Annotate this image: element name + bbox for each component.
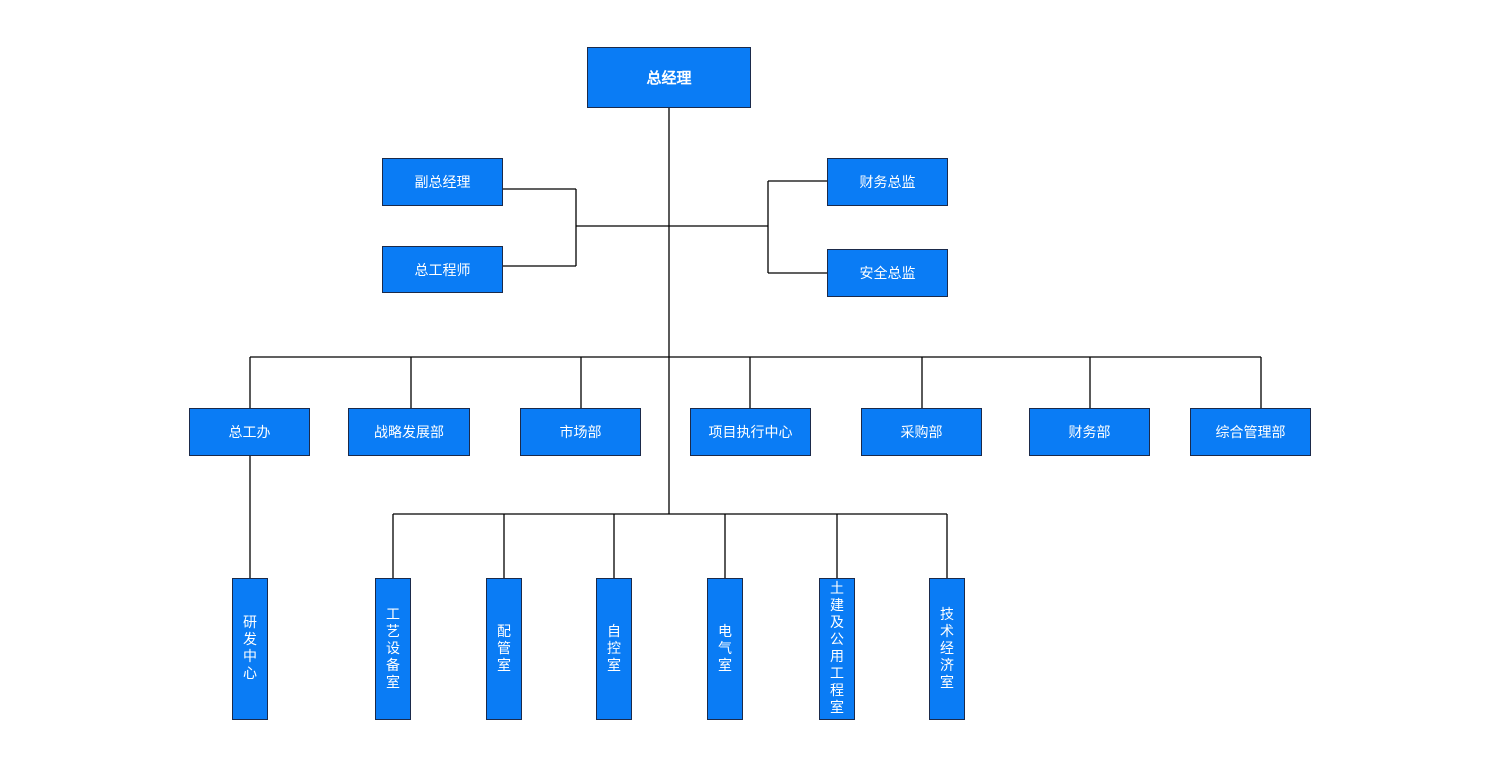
room-piping: 配管室 [486,578,522,720]
dept-label: 项目执行中心 [708,425,793,441]
dept-label: 采购部 [900,425,943,441]
finance-director-label: 财务总监 [859,175,916,191]
room-label: 电气室 [718,623,732,674]
room-label: 工艺设备室 [386,606,400,691]
room-label: 技术经济室 [940,606,954,691]
room-electrical: 电气室 [707,578,743,720]
dept-marketing: 市场部 [520,408,641,456]
ceo-box: 总经理 [587,47,751,108]
dept-procurement: 采购部 [861,408,982,456]
finance-director-box: 财务总监 [827,158,948,206]
room-tech-economics: 技术经济室 [929,578,965,720]
deputy-gm-box: 副总经理 [382,158,503,206]
room-label: 自控室 [607,623,621,674]
dept-label: 总工办 [228,425,271,441]
room-civil-utilities: 土建及公用工程室 [819,578,855,720]
chief-engineer-box: 总工程师 [382,246,503,293]
rnd-center-label: 研发中心 [243,615,257,682]
safety-director-box: 安全总监 [827,249,948,297]
deputy-gm-label: 副总经理 [414,175,471,191]
room-label: 土建及公用工程室 [830,581,844,716]
dept-general-management: 综合管理部 [1190,408,1311,456]
dept-project-execution-center: 项目执行中心 [690,408,811,456]
dept-label: 综合管理部 [1215,425,1286,441]
room-process-equipment: 工艺设备室 [375,578,411,720]
room-automation: 自控室 [596,578,632,720]
dept-strategy-development: 战略发展部 [348,408,470,456]
dept-label: 战略发展部 [374,425,444,441]
dept-finance: 财务部 [1029,408,1150,456]
safety-director-label: 安全总监 [859,266,916,282]
room-label: 配管室 [497,623,511,674]
dept-label: 市场部 [559,425,602,441]
dept-general-engineering-office: 总工办 [189,408,310,456]
ceo-label: 总经理 [646,69,692,87]
dept-label: 财务部 [1068,425,1111,441]
chief-engineer-label: 总工程师 [414,262,471,279]
rnd-center-box: 研发中心 [232,578,268,720]
